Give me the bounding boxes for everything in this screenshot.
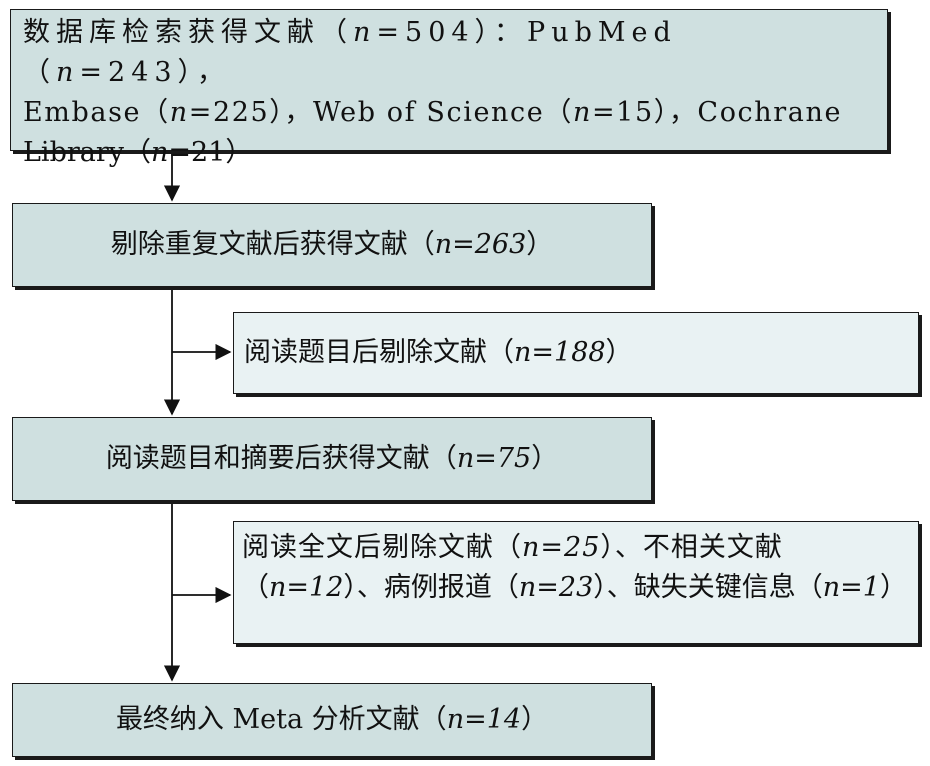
fulltext-count-case: n=23 [518, 572, 594, 603]
title-exclusion-text: 阅读题目后剔除文献（n=188） [244, 333, 633, 373]
fulltext-line2-d: ） [879, 572, 907, 603]
abstract-screen-count: n=75 [456, 443, 532, 474]
dedup-close: ） [526, 229, 554, 260]
title-exclusion-count: n=188 [514, 337, 606, 368]
abstract-screen-label: 阅读题目和摘要后获得文献（ [105, 443, 457, 474]
dedup-label: 剔除重复文献后获得文献（ [110, 229, 435, 260]
dedup-text: 剔除重复文献后获得文献（n=263） [111, 225, 554, 265]
fulltext-count-irrelevant: n=12 [269, 572, 344, 603]
fulltext-line2-b: ）、病例报道（ [343, 572, 519, 603]
final-inclusion-count: n=14 [446, 704, 522, 735]
fulltext-line2-a: （ [242, 572, 269, 603]
search-line-2: Embase（n=225），Web of Science（n=15），Cochr… [23, 93, 877, 133]
search-line-1-text: 数据库检索获得文献（n=504）：PubMed（n=243）， [23, 17, 677, 88]
fulltext-count-total: n=25 [522, 532, 601, 563]
title-exclusion-label: 阅读题目后剔除文献（ [244, 337, 514, 368]
title-exclusion-close: ） [605, 337, 633, 368]
search-line-3-text: Library（n=21） [23, 137, 253, 168]
fulltext-count-missing: n=1 [822, 572, 880, 603]
search-results-box: 数据库检索获得文献（n=504）：PubMed（n=243）， Embase（n… [10, 9, 888, 168]
fulltext-line1-a: 阅读全文后剔除文献（ [242, 532, 522, 563]
abstract-screen-text: 阅读题目和摘要后获得文献（n=75） [106, 439, 558, 479]
title-exclusion-box: 阅读题目后剔除文献（n=188） [233, 312, 919, 394]
abstract-screen-close: ） [531, 443, 559, 474]
dedup-count: n=263 [434, 229, 527, 260]
fulltext-exclusion-box: 阅读全文后剔除文献（n=25）、不相关文献 （n=12）、病例报道（n=23）、… [233, 521, 919, 644]
fulltext-line2-c: ）、缺失关键信息（ [593, 572, 823, 603]
fulltext-exclusion-line-2: （n=12）、病例报道（n=23）、缺失关键信息（n=1） [242, 568, 910, 608]
search-line-1: 数据库检索获得文献（n=504）：PubMed（n=243）， [23, 13, 877, 93]
dedup-box: 剔除重复文献后获得文献（n=263） [12, 203, 652, 287]
final-inclusion-close: ） [521, 704, 549, 735]
abstract-screen-box: 阅读题目和摘要后获得文献（n=75） [12, 417, 652, 501]
fulltext-line1-b: ）、不相关文献 [600, 532, 783, 563]
final-inclusion-label: 最终纳入 Meta 分析文献（ [115, 704, 447, 735]
search-line-2-text: Embase（n=225），Web of Science（n=15），Cochr… [23, 97, 843, 128]
final-inclusion-box: 最终纳入 Meta 分析文献（n=14） [12, 683, 652, 757]
final-inclusion-text: 最终纳入 Meta 分析文献（n=14） [116, 700, 548, 740]
search-line-3: Library（n=21） [23, 133, 877, 173]
fulltext-exclusion-line-1: 阅读全文后剔除文献（n=25）、不相关文献 [242, 528, 910, 568]
